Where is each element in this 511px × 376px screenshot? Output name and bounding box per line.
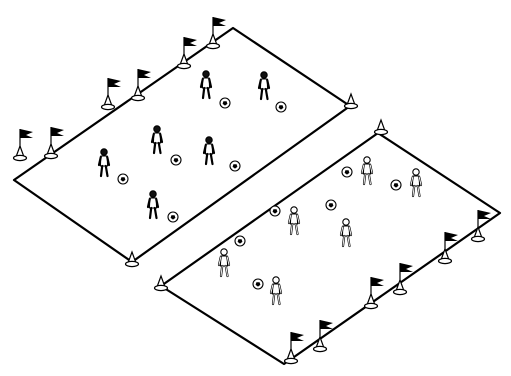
soccer-ball-icon: [252, 278, 264, 290]
player-light-icon: [217, 247, 231, 278]
player-light-icon: [409, 167, 423, 198]
soccer-ball-icon: [275, 101, 287, 113]
soccer-ball-icon: [269, 205, 281, 217]
right-pitch-flags: [283, 209, 492, 365]
right-pitch-boundary: [159, 131, 502, 366]
corner-flag-icon: [205, 16, 227, 50]
corner-flag-icon: [100, 77, 122, 111]
soccer-ball-icon: [167, 211, 179, 223]
player-light-icon: [339, 217, 353, 248]
soccer-ball-icon: [234, 235, 246, 247]
player-dark-icon: [150, 124, 164, 155]
player-light-icon: [287, 205, 301, 236]
right-pitch: [153, 119, 502, 366]
player-dark-icon: [97, 147, 111, 178]
right-pitch-balls: [234, 166, 402, 290]
player-dark-icon: [199, 69, 213, 100]
soccer-ball-icon: [170, 154, 182, 166]
soccer-ball-icon: [325, 199, 337, 211]
left-pitch: [12, 16, 359, 268]
soccer-ball-icon: [229, 160, 241, 172]
marker-cone-icon: [343, 93, 359, 110]
left-pitch-flags: [12, 16, 227, 162]
corner-flag-icon: [43, 126, 65, 160]
corner-flag-icon: [130, 68, 152, 102]
left-pitch-balls: [117, 97, 287, 223]
soccer-ball-icon: [117, 173, 129, 185]
player-light-icon: [269, 275, 283, 306]
corner-flag-icon: [12, 128, 34, 162]
corner-flag-icon: [392, 262, 414, 296]
marker-cone-icon: [373, 119, 389, 136]
player-dark-icon: [257, 70, 271, 101]
player-dark-icon: [146, 189, 160, 220]
corner-flag-icon: [176, 36, 198, 70]
player-light-icon: [360, 155, 374, 186]
soccer-ball-icon: [341, 166, 353, 178]
player-dark-icon: [202, 135, 216, 166]
corner-flag-icon: [437, 231, 459, 265]
soccer-ball-icon: [390, 179, 402, 191]
left-pitch-players: [97, 69, 271, 220]
corner-flag-icon: [283, 331, 305, 365]
soccer-ball-icon: [219, 97, 231, 109]
corner-flag-icon: [363, 276, 385, 310]
